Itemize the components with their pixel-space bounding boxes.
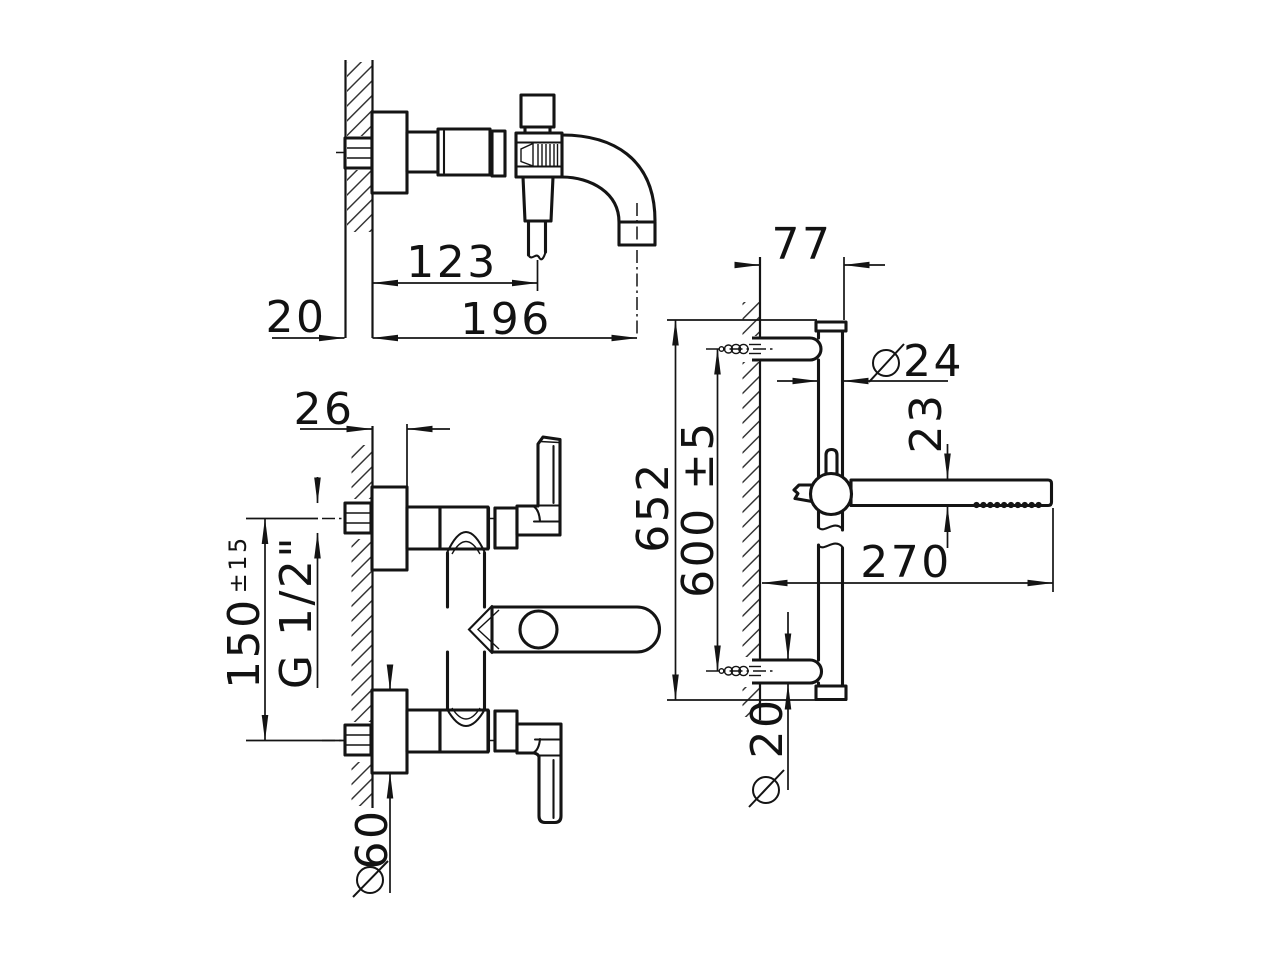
valve-knurl — [537, 144, 559, 166]
dim-270: 270 — [761, 508, 1054, 592]
body-section — [436, 127, 492, 177]
inlet-nut — [343, 501, 373, 535]
wall-hatch — [351, 539, 373, 722]
inlet-nut — [343, 136, 374, 170]
cartridge-cap — [493, 506, 519, 550]
inlet-nut — [343, 723, 373, 757]
slide-rail — [814, 320, 848, 702]
dim-123: 123 — [372, 237, 538, 288]
dim-dia-24: 24 — [777, 336, 964, 387]
dim-150: 150±15 — [219, 517, 346, 742]
break-line — [817, 542, 844, 549]
rail-bottom-cap — [814, 684, 848, 702]
wall-hatch — [351, 445, 373, 499]
dim-label-escutcheon-depth: 26 — [294, 384, 355, 435]
dim-label-bracket-depth: 77 — [772, 219, 833, 270]
dim-label-spout-center: 123 — [406, 237, 497, 288]
dim-652: 652 — [628, 319, 817, 701]
view-top-spout-side: 123 196 20 — [266, 60, 657, 345]
dim-196: 196 — [372, 294, 638, 345]
body-pipe — [405, 130, 440, 174]
dim-label-inlet-spacing: 150±15 — [219, 535, 270, 689]
screw-icon — [706, 343, 776, 355]
wall-hatch — [351, 762, 373, 806]
wall-bracket-lower — [752, 658, 823, 685]
dim-label-rail-diameter: 24 — [903, 336, 964, 387]
dim-label-handle-diameter: 23 — [901, 393, 952, 454]
dim-77: 77 — [734, 219, 885, 320]
dim-label-total-projection: 196 — [460, 294, 551, 345]
lever-handle-lower — [515, 722, 563, 825]
rail-top-cap — [814, 320, 848, 333]
break-line — [527, 250, 547, 261]
cartridge-cap — [493, 709, 519, 753]
wall-hatch — [742, 302, 759, 336]
inlet-pipe — [405, 708, 442, 754]
view-front-mixer: 26 150±15 G 1/2" 60 — [219, 384, 662, 898]
diameter-symbol-icon — [868, 343, 905, 383]
wall-hatch — [347, 170, 372, 232]
wall-hatch — [742, 687, 759, 717]
dim-label-fixing-centres: 600 ±5 — [673, 420, 724, 598]
dim-dia-20: 20 — [742, 612, 793, 808]
dim-label-handshower-length: 270 — [860, 537, 951, 588]
inlet-pipe — [405, 505, 442, 551]
diameter-symbol-icon — [748, 769, 785, 808]
valve-tee-body — [438, 505, 490, 551]
wall-bracket-upper — [752, 336, 823, 362]
tube-transition-arc — [445, 531, 487, 555]
escutcheon — [370, 688, 409, 775]
dim-20: 20 — [266, 292, 345, 343]
dim-label-overall-height: 652 — [628, 461, 679, 552]
view-right-shower-rail: 77 24 23 652 600 ±5 — [628, 219, 1054, 808]
dim-label-escutcheon-diameter: 60 — [347, 809, 398, 870]
dim-26: 26 — [294, 384, 450, 486]
dim-dia-60: 60 — [347, 664, 398, 898]
dim-600: 600 ±5 — [673, 348, 724, 672]
valve-tee-body — [438, 708, 490, 754]
spout-chevron — [467, 604, 494, 655]
spout-front — [490, 605, 662, 654]
valve-tee-body — [514, 131, 564, 179]
dim-23: 23 — [901, 393, 952, 548]
wall-hatch — [742, 362, 759, 657]
spout-inner-curve — [560, 175, 621, 224]
escutcheon — [370, 110, 409, 195]
dim-label-bracket-diameter: 20 — [742, 698, 793, 759]
dim-label-wall-thickness: 20 — [266, 292, 327, 343]
spray-dots — [973, 501, 1042, 509]
dim-label-thread-size: G 1/2" — [271, 535, 322, 689]
holder-peg — [824, 447, 839, 475]
dim-thread-g12: G 1/2" — [271, 477, 322, 689]
holder-knob — [808, 471, 854, 517]
escutcheon — [370, 485, 409, 572]
body-ring — [490, 129, 507, 178]
handle-knob-top — [519, 93, 556, 129]
handshower — [849, 478, 1054, 508]
break-line — [817, 524, 844, 531]
spout-holder-taper — [521, 175, 555, 223]
spout-outlet-circle — [518, 609, 559, 650]
diameter-symbol-icon — [352, 860, 389, 898]
wall-hatch — [347, 62, 372, 136]
spout-outer-curve — [560, 133, 657, 223]
lever-handle-upper — [515, 435, 562, 537]
tube-transition-arc — [445, 707, 487, 727]
valve-cone — [520, 142, 534, 167]
